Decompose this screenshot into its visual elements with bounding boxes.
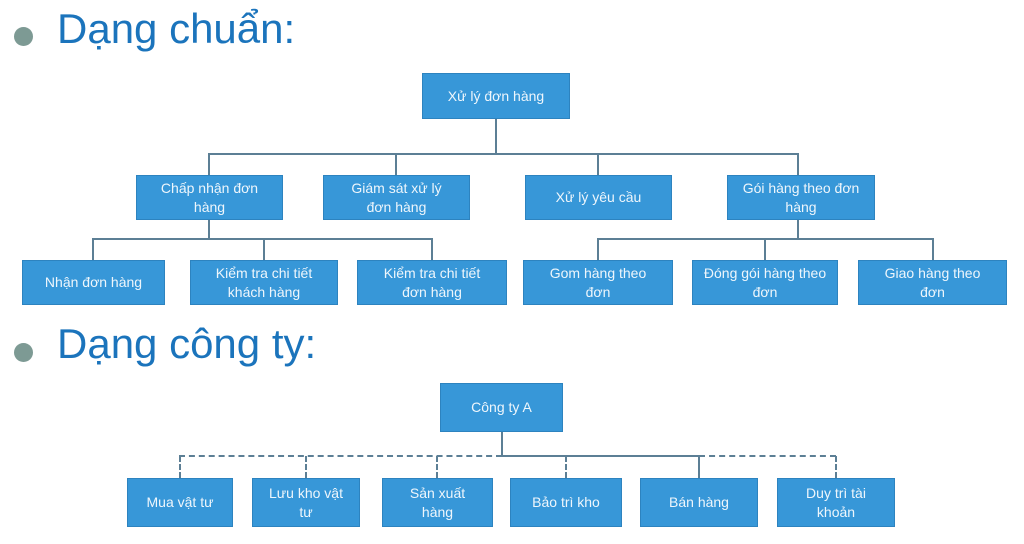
node-pack-order: Gói hàng theo đơn hàng (727, 175, 875, 220)
node-deliver-goods: Giao hàng theo đơn (858, 260, 1007, 305)
node-process-request: Xử lý yêu cầu (525, 175, 672, 220)
node-company-a: Công ty A (440, 383, 563, 432)
connector-drop-deliver (932, 238, 934, 261)
connector-drop-accounts (835, 456, 837, 478)
connector-drop-sales (698, 455, 700, 478)
connector-pack-feed (797, 220, 799, 240)
connector-drop-request (597, 153, 599, 176)
connector-drop-purchasing (179, 456, 181, 478)
connector-drop-collect (597, 238, 599, 261)
connector-drop-package (764, 238, 766, 261)
node-warehouse-maintenance: Bảo trì kho (510, 478, 622, 527)
connector-drop-accept (208, 153, 210, 176)
connector-drop-check-customer (263, 238, 265, 261)
node-receive-order: Nhận đơn hàng (22, 260, 165, 305)
node-sales: Bán hàng (640, 478, 758, 527)
connector-drop-pack (797, 153, 799, 176)
connector-root-feed (495, 119, 497, 154)
connector-company-bus-left-dashed (179, 455, 502, 457)
connector-drop-receive (92, 238, 94, 261)
section-heading-standard: Dạng chuẩn: (57, 5, 296, 52)
connector-drop-check-order (431, 238, 433, 261)
connector-drop-monitor (395, 153, 397, 176)
section-heading-company: Dạng công ty: (57, 320, 317, 367)
connector-drop-maintenance (565, 456, 567, 478)
node-monitor-order: Giám sát xử lý đơn hàng (323, 175, 470, 220)
connector-drop-production (436, 456, 438, 478)
connector-bus-accept-children (92, 238, 433, 240)
node-purchasing: Mua vật tư (127, 478, 233, 527)
node-collect-goods: Gom hàng theo đơn (523, 260, 673, 305)
bullet-icon (14, 27, 33, 46)
node-warehousing: Lưu kho vật tư (252, 478, 360, 527)
node-production: Sản xuất hàng (382, 478, 493, 527)
connector-company-bus-mid-solid (501, 455, 699, 457)
connector-accept-feed (208, 220, 210, 240)
connector-company-root-feed (501, 432, 503, 456)
node-process-orders: Xử lý đơn hàng (422, 73, 570, 119)
node-check-order-details: Kiểm tra chi tiết đơn hàng (357, 260, 507, 305)
node-check-customer-details: Kiểm tra chi tiết khách hàng (190, 260, 338, 305)
connector-bus-level2 (208, 153, 799, 155)
node-account-maintenance: Duy trì tài khoản (777, 478, 895, 527)
node-package-goods: Đóng gói hàng theo đơn (692, 260, 838, 305)
connector-drop-warehousing (305, 456, 307, 478)
node-accept-order: Chấp nhận đơn hàng (136, 175, 283, 220)
connector-company-bus-right-dashed (699, 455, 836, 457)
bullet-icon (14, 343, 33, 362)
